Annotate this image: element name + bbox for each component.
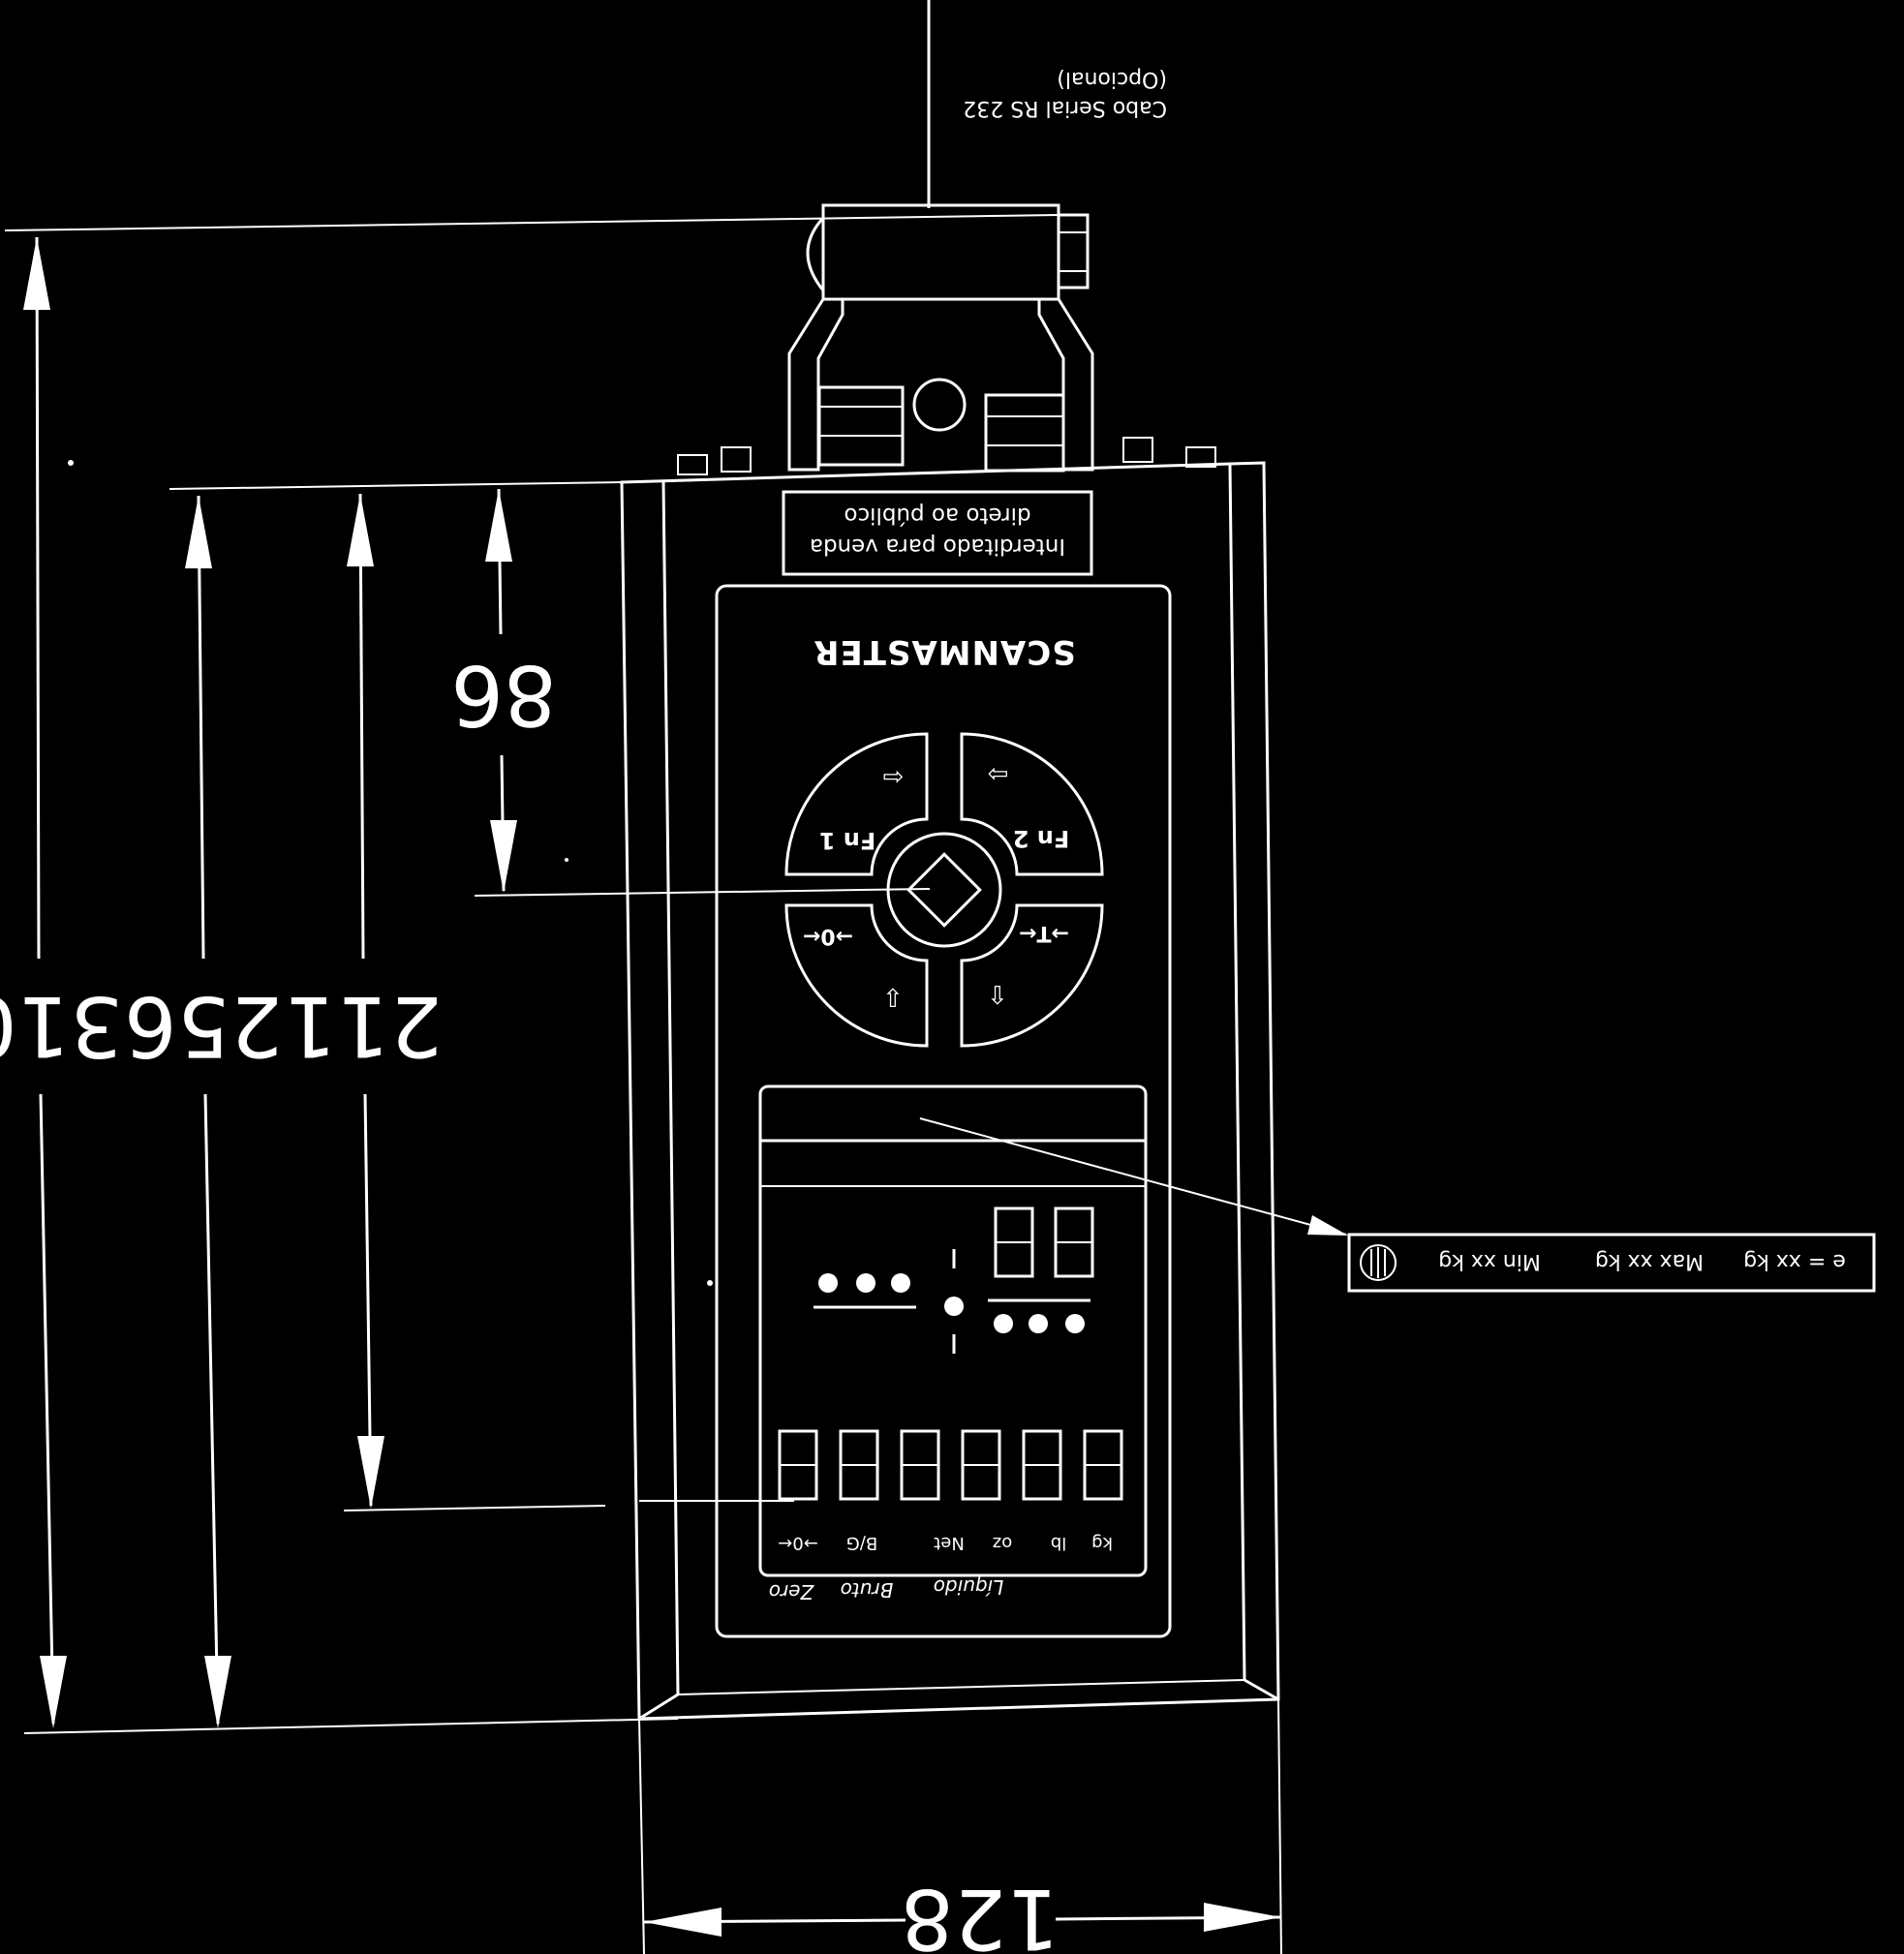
status-led	[891, 1273, 910, 1293]
indicator-label-liquido: Líquido	[934, 1575, 1004, 1599]
status-led	[994, 1314, 1013, 1333]
display-window: →0← B/G Net oz lb kg Zero Bruto Líquido	[758, 1084, 1148, 1603]
cable-gland-right	[984, 393, 1065, 473]
fn2-key[interactable]	[960, 732, 1104, 876]
status-led	[818, 1273, 838, 1293]
fn1-key[interactable]	[784, 732, 929, 876]
fn1-label: Fn 1	[819, 827, 876, 854]
enter-key-icon	[906, 852, 982, 928]
brand-logo: SCANMASTER	[813, 632, 1075, 671]
status-led	[856, 1273, 875, 1293]
tare-key-label: →T←	[1019, 921, 1069, 945]
indicator-label-net: Net	[934, 1533, 965, 1553]
ext-line-body-top	[169, 481, 623, 490]
unit-label-lb: lb	[1051, 1533, 1066, 1553]
fn2-label: Fn 2	[1013, 825, 1070, 852]
weight-digits	[778, 1429, 1123, 1501]
tare-key[interactable]	[960, 903, 1104, 1048]
screw-hole	[912, 378, 967, 432]
top-connector	[677, 203, 1216, 475]
dimension-310: 310	[0, 236, 123, 1728]
warning-label-line1: Interditado para venda	[810, 534, 1065, 559]
spec-e: e = xx kg	[1743, 1249, 1846, 1273]
dimension-label-256: 256	[124, 977, 283, 1074]
left-arrow-icon: ⇦	[882, 762, 904, 791]
spec-max: Max xx kg	[1595, 1249, 1704, 1273]
ext-line-bottom	[23, 1718, 679, 1734]
cable-gland-left	[817, 385, 905, 467]
right-arrow-icon: ⇨	[987, 759, 1008, 788]
zero-key-label: →0←	[803, 924, 853, 948]
up-arrow-icon: ⇧	[987, 979, 1008, 1008]
ext-line-top	[4, 214, 1059, 231]
center-led	[944, 1297, 964, 1316]
dimension-label-211: 211	[284, 977, 443, 1074]
status-led	[1029, 1314, 1048, 1333]
spec-plate	[1347, 1233, 1876, 1293]
dimension-label-86: 86	[450, 646, 556, 743]
warning-label-plate	[782, 490, 1093, 576]
dimension-128: 128	[643, 1870, 1282, 1954]
status-led	[1065, 1314, 1085, 1333]
indicator-label-bg: B/G	[846, 1533, 877, 1553]
calibration-seal-icon	[1360, 1244, 1397, 1281]
warning-label-line2: direto ao público	[844, 503, 1030, 528]
spec-min: Min xx kg	[1438, 1249, 1541, 1273]
unit-label-oz: oz	[993, 1533, 1012, 1553]
cable-label-line2: (Opcional)	[1057, 67, 1167, 91]
keypad: Fn 1 Fn 2 ⇦ ⇨ →0← →T← ⇩ ⇧	[784, 732, 1104, 1048]
indicator-label-bruto: Bruto	[841, 1578, 894, 1602]
dimension-256: 256	[124, 495, 283, 1728]
dimension-label-128: 128	[901, 1870, 1059, 1954]
dimension-label-310: 310	[0, 977, 123, 1074]
dimension-86: 86	[450, 488, 557, 893]
cable-label-line1: Cabo Serial RS 232	[963, 96, 1167, 120]
indicator-label-zero-symbol: →0←	[778, 1533, 818, 1553]
spec-leader-line	[919, 1117, 1347, 1236]
indicator-label-zero: Zero	[769, 1580, 814, 1603]
ext-line-keypad	[474, 888, 931, 897]
unit-label-kg: kg	[1091, 1533, 1113, 1553]
ext-line-right	[1277, 1698, 1282, 1954]
dimension-211: 211	[284, 493, 443, 1509]
down-arrow-icon: ⇩	[882, 982, 904, 1011]
front-panel	[715, 584, 1172, 1638]
ext-line-left	[638, 1718, 645, 1954]
zero-key[interactable]	[784, 903, 929, 1048]
ext-line-display	[343, 1505, 606, 1511]
